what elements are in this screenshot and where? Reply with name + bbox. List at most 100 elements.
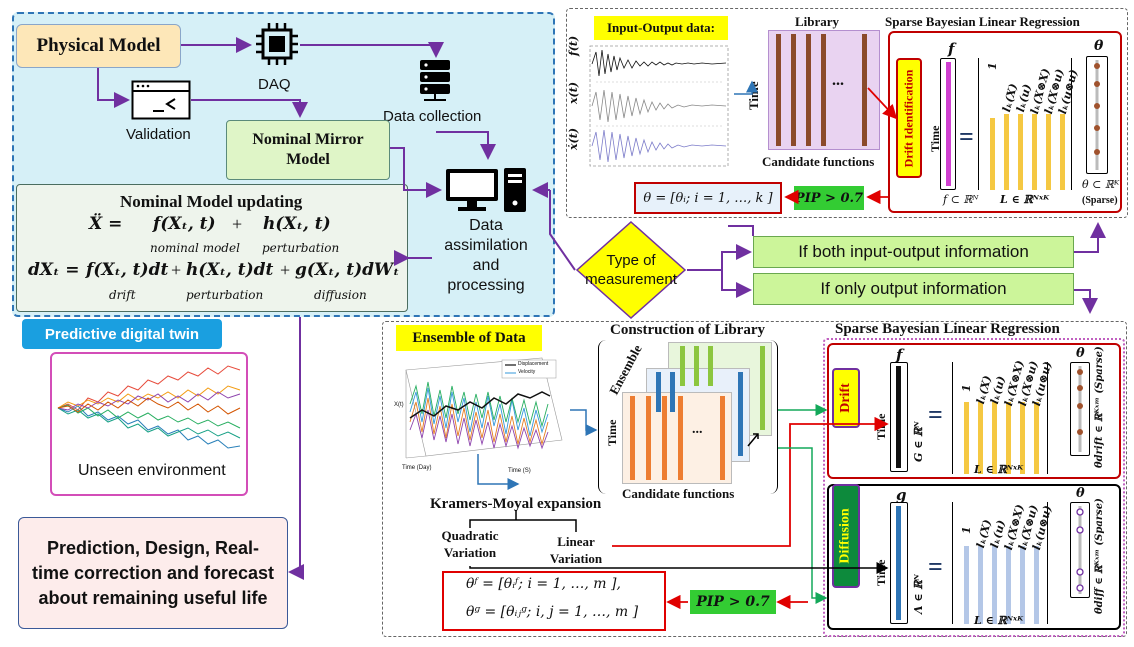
diffusion-L-space: L ∈ ℝᴺˣᴷ — [974, 614, 1024, 627]
drift-tag: Drift — [832, 368, 860, 428]
eq2-f-label: drift — [109, 288, 136, 302]
eq2-g-label: diffusion — [314, 288, 367, 302]
top-f-vector — [940, 58, 956, 190]
eq1-plus: + — [232, 214, 243, 234]
validation-label: Validation — [126, 126, 191, 143]
top-L-matrix — [978, 58, 1072, 190]
construction-library-label: Construction of Library — [610, 322, 765, 338]
top-f-space: f ⊂ ℝᴺ — [943, 193, 979, 206]
axis-label-xt: X(t) — [394, 402, 404, 408]
diffusion-theta-vector — [1070, 502, 1090, 598]
io-data-label: Input-Output data: — [594, 16, 728, 40]
top-sparse-label: (Sparse) — [1082, 195, 1118, 206]
kramers-moyal-label: Kramers-Moyal expansion — [430, 496, 602, 512]
diffusion-theta-symbol: θ — [1076, 486, 1085, 501]
library-layer-bars — [620, 342, 776, 484]
theta-diff-space: θdiff ∈ ℝᴷˣᵐ (Sparse) — [1094, 498, 1105, 614]
diffusion-tag-text: Diffusion — [838, 508, 854, 564]
drift-equals: = — [928, 400, 943, 429]
sblr-top-box — [888, 31, 1122, 213]
eq1-f: f(Xₜ, t) — [153, 214, 216, 234]
random-paths-plot — [56, 358, 242, 458]
diffusion-L-bars — [958, 502, 1044, 624]
diffusion-tag: Diffusion — [832, 484, 860, 588]
nominal-model-updating-box — [16, 184, 408, 312]
eq1-h-label: perturbation — [262, 241, 340, 255]
type-of-measurement-diamond — [575, 220, 687, 320]
only-output-box: If only output information — [753, 273, 1074, 305]
library-bars — [774, 34, 874, 146]
drift-L-bars — [958, 362, 1044, 474]
top-pip-box: PIP > 0.7 — [794, 186, 864, 210]
bottom-g-fill — [896, 506, 901, 620]
sblr-bottom-title: Sparse Bayesian Linear Regression — [835, 321, 1060, 337]
io-signals-plot — [572, 44, 730, 168]
drift-L-matrix — [952, 362, 1048, 474]
drift-theta-dots — [1070, 362, 1090, 456]
Lambda-space: Λ ∈ ℝᴺ — [912, 574, 925, 614]
eq2-h-label: perturbation — [186, 288, 264, 302]
nominal-mirror-model-box: Nominal Mirror Model — [226, 120, 390, 180]
diffusion-L-matrix — [952, 502, 1048, 624]
data-collection-label: Data collection — [383, 108, 482, 125]
construction-candidate-label: Candidate functions — [622, 486, 735, 501]
candidate-functions-label: Candidate functions — [762, 154, 875, 169]
G-space: G ∈ ℝᴺ — [912, 421, 925, 462]
top-theta-dots — [1086, 56, 1108, 174]
eq2-plus-1: + — [171, 260, 182, 280]
eq2-f: f(Xₜ, t)dt — [86, 260, 169, 280]
sblr-top-title: Sparse Bayesian Linear Regression — [885, 14, 1080, 29]
axis-label-time-day: Time (Day) — [402, 465, 432, 471]
both-io-box: If both input-output information — [753, 236, 1074, 268]
diffusion-block — [827, 484, 1121, 630]
diffusion-time-label: Time — [874, 559, 888, 586]
drift-lib-term-1: 1 — [960, 384, 973, 392]
bottom-f-fill — [896, 366, 901, 468]
top-f-fill — [946, 62, 951, 186]
top-time-label: Time — [928, 125, 942, 152]
theta-drift-space: θdrift ∈ ℝᴷˣᵐ (Sparse) — [1094, 346, 1105, 468]
construction-ellipsis: ... — [692, 422, 703, 437]
ensemble-plot — [392, 352, 568, 482]
drift-block — [827, 343, 1121, 479]
axis-label-time-s: Time (S) — [508, 468, 531, 474]
diffusion-equals: = — [928, 552, 943, 581]
type-of-measurement-label: Type of measurement — [585, 252, 677, 288]
drift-tag-text: Drift — [838, 383, 854, 413]
eq2-lhs: dXₜ = — [28, 260, 80, 280]
physical-model-box: Physical Model — [16, 24, 181, 68]
predictive-digital-twin-label: Predictive digital twin — [22, 319, 222, 349]
linear-variation-label: Linear Variation — [549, 534, 603, 566]
library-label: Library — [795, 14, 840, 29]
quadratic-variation-label: Quadratic Variation — [441, 528, 499, 560]
drift-time-label: Time — [874, 413, 888, 440]
server-icon — [418, 58, 452, 102]
y-label-xdot: ẋ(t) — [567, 127, 580, 150]
eq2-h: h(Xₜ, t)dt — [186, 260, 274, 280]
bottom-pip-box: PIP > 0.7 — [690, 590, 776, 614]
diffusion-lib-term-1: 1 — [960, 526, 973, 534]
unseen-environment-label: Unseen environment — [78, 462, 226, 479]
terminal-window-icon — [131, 80, 191, 120]
drift-identification-text: Drift Identification — [901, 69, 916, 167]
computer-icon — [444, 166, 528, 214]
library-ellipsis: ... — [832, 72, 844, 89]
ensemble-panel — [382, 321, 1127, 637]
top-lib-term-1: 1 — [986, 62, 999, 70]
updating-title: Nominal Model updating — [120, 192, 303, 211]
io-panel — [566, 8, 1128, 218]
theta-f-set: θᶠ = [θᵢᶠ; i = 1, …, m ], — [466, 576, 621, 592]
drift-L-space: L ∈ ℝᴺˣᴷ — [974, 463, 1024, 476]
library-time-label: Time — [746, 81, 761, 110]
theta-g-set: θᵍ = [θᵢⱼᵍ; i, j = 1, …, m ] — [466, 604, 639, 620]
bottom-g-vector — [890, 502, 908, 624]
top-theta-vector — [1086, 56, 1108, 174]
daq-label: DAQ — [258, 76, 291, 93]
eq1-lhs: Ẍ = — [89, 214, 123, 234]
theta-sets-box — [442, 571, 666, 631]
prediction-box: Prediction, Design, Real-time correction… — [18, 517, 288, 629]
bottom-g-symbol: g — [896, 486, 907, 504]
top-f-symbol: f — [948, 40, 955, 58]
construction-time-label: Time — [605, 419, 619, 446]
top-L-bars — [984, 58, 1068, 190]
